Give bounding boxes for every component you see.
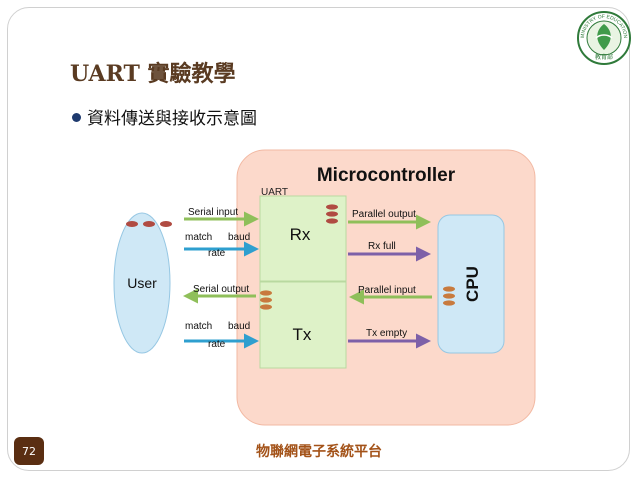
parallel-input-label: Parallel input bbox=[358, 285, 416, 296]
rate-label-tx: rate bbox=[208, 339, 226, 350]
tx-empty-label: Tx empty bbox=[366, 328, 407, 339]
match-label-rx: match bbox=[185, 232, 212, 243]
bullet-item: 資料傳送與接收示意圖 bbox=[72, 104, 257, 129]
slide-title: UART 實驗教學 bbox=[70, 61, 236, 87]
baud-label-rx: baud bbox=[228, 232, 250, 243]
tx-dots bbox=[260, 290, 272, 310]
rx-label: Rx bbox=[290, 225, 311, 244]
serial-input-label: Serial input bbox=[188, 207, 238, 218]
page-number-badge: 72 bbox=[14, 437, 44, 465]
bullet-text: 資料傳送與接收示意圖 bbox=[87, 109, 257, 129]
ministry-of-education-logo: MINISTRY OF EDUCATION 教育部 bbox=[577, 11, 631, 65]
rx-full-label: Rx full bbox=[368, 241, 396, 252]
footer-text: 物聯網電子系統平台 bbox=[256, 444, 382, 460]
rx-box bbox=[259, 195, 347, 282]
logo-chars: 教育部 bbox=[595, 53, 613, 61]
match-label-tx: match bbox=[185, 321, 212, 332]
cpu-box bbox=[437, 214, 505, 354]
cpu-dots bbox=[443, 286, 455, 306]
parallel-output-label: Parallel output bbox=[352, 209, 416, 220]
uart-label: UART bbox=[261, 187, 288, 198]
user-ellipse bbox=[113, 212, 171, 354]
rx-dots bbox=[326, 204, 338, 224]
user-label: User bbox=[127, 275, 157, 291]
tx-label: Tx bbox=[293, 325, 312, 344]
tx-box bbox=[259, 281, 347, 369]
cpu-label: CPU bbox=[463, 266, 482, 302]
baud-label-tx: baud bbox=[228, 321, 250, 332]
bullet-dot-icon bbox=[72, 112, 81, 122]
rate-label-rx: rate bbox=[208, 248, 226, 259]
serial-output-label: Serial output bbox=[193, 284, 249, 295]
microcontroller-label: Microcontroller bbox=[317, 165, 456, 186]
user-dots bbox=[126, 221, 172, 227]
